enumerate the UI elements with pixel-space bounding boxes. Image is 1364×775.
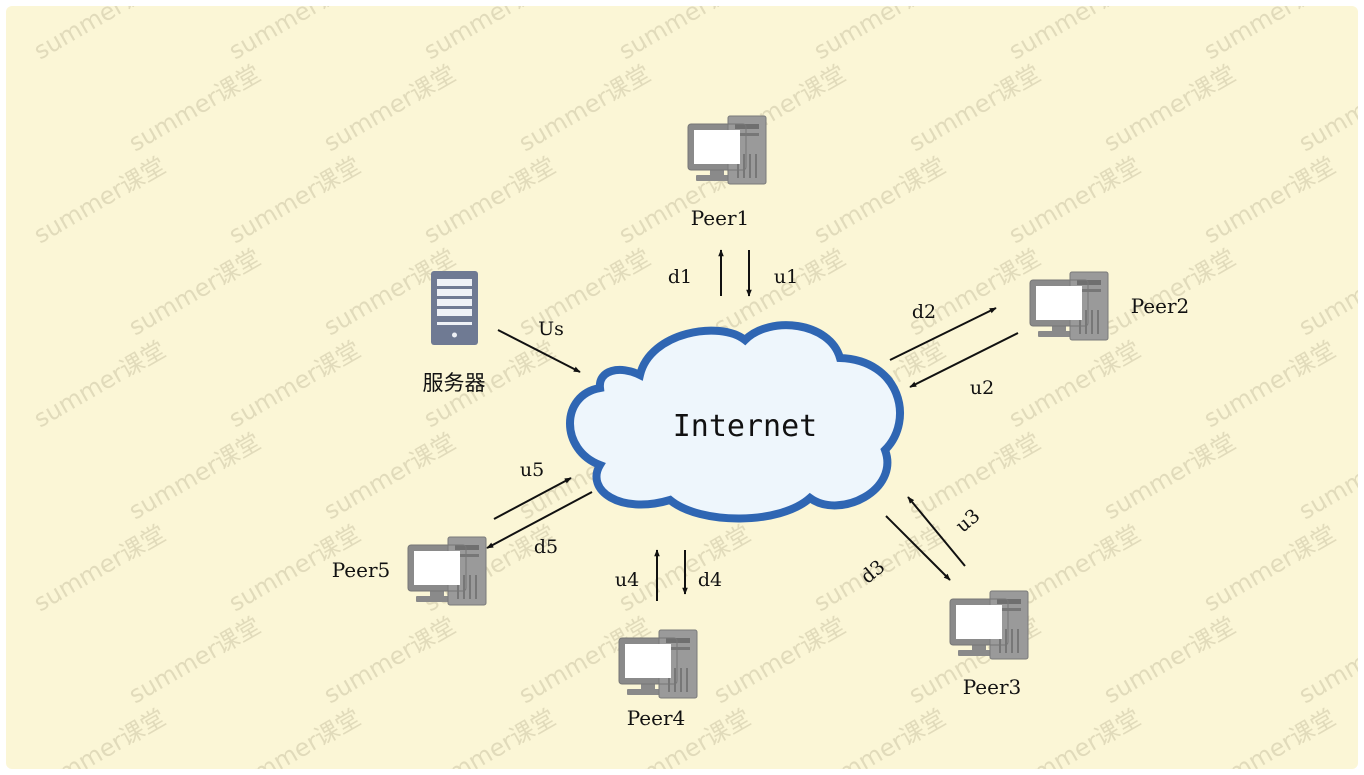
watermark-text: summer课堂 — [1199, 335, 1340, 433]
u3-label: u3 — [952, 505, 985, 537]
watermark-text: summer课堂 — [809, 151, 950, 249]
link-arrows — [486, 249, 1019, 601]
watermark-text: summer课堂 — [224, 335, 365, 433]
server-icon — [431, 271, 478, 345]
server-label: 服务器 — [423, 371, 486, 395]
peer2-computer-icon — [1029, 271, 1109, 341]
u4-label: u4 — [615, 569, 639, 591]
watermark-text: summer课堂 — [124, 611, 265, 709]
watermark-text: summer课堂 — [1294, 611, 1358, 709]
peer2-node: Peer2 — [1029, 271, 1190, 341]
watermark-text: summer课堂 — [319, 59, 460, 157]
d4-label: d4 — [698, 569, 722, 591]
peer3-label: Peer3 — [963, 675, 1022, 699]
watermark-text: summer课堂 — [29, 519, 170, 617]
d3-arrow — [885, 515, 951, 581]
watermark-text: summer课堂 — [514, 243, 655, 341]
peer4-label: Peer4 — [627, 706, 686, 730]
watermark-text: summer课堂 — [904, 243, 1045, 341]
server-node: 服务器 — [423, 271, 486, 395]
cloud-label: Internet — [673, 409, 818, 444]
watermark-text: summer课堂 — [1294, 59, 1358, 157]
watermark-text: summer课堂 — [319, 611, 460, 709]
d2-arrow — [889, 307, 997, 361]
peer4-node: Peer4 — [618, 629, 698, 730]
u5-arrow — [493, 477, 572, 520]
watermark-text: summer课堂 — [1099, 59, 1240, 157]
u5-label: u5 — [520, 459, 544, 481]
d5-arrow — [486, 491, 593, 549]
watermark-text: summer课堂 — [614, 6, 755, 65]
watermark-text: summer课堂 — [1004, 335, 1145, 433]
watermark-text: summer课堂 — [419, 703, 560, 769]
watermark-text: summer课堂 — [29, 151, 170, 249]
watermark-text: summer课堂 — [1199, 703, 1340, 769]
cloud-shape — [566, 321, 904, 523]
watermark-text: summer课堂 — [1099, 243, 1240, 341]
watermark-text: summer课堂 — [319, 427, 460, 525]
peer5-node: Peer5 — [332, 536, 487, 606]
internet-cloud: Internet — [566, 321, 904, 523]
watermark-text: summer课堂 — [419, 151, 560, 249]
watermark-text: summer课堂 — [419, 6, 560, 65]
watermark-text: summer课堂 — [514, 59, 655, 157]
watermark-text: summer课堂 — [1004, 703, 1145, 769]
watermark-text: summer课堂 — [124, 59, 265, 157]
d5-label: d5 — [534, 536, 558, 558]
d1-label: d1 — [668, 266, 692, 288]
watermark-text: summer课堂 — [1099, 611, 1240, 709]
u2-arrow — [909, 332, 1019, 388]
watermark-text: summer课堂 — [1199, 151, 1340, 249]
watermark-text: summer课堂 — [29, 703, 170, 769]
us-arrow — [497, 329, 581, 373]
watermark-text: summer课堂 — [224, 151, 365, 249]
watermark-text: summer课堂 — [224, 703, 365, 769]
watermark-text: summer课堂 — [809, 703, 950, 769]
watermark-text: summer课堂 — [1099, 427, 1240, 525]
peer2-label: Peer2 — [1131, 294, 1190, 318]
peer3-node: Peer3 — [949, 590, 1029, 699]
watermark-text: summer课堂 — [1294, 243, 1358, 341]
d2-label: d2 — [912, 301, 936, 323]
peer4-computer-icon — [618, 629, 698, 699]
watermark-text: summer课堂 — [224, 6, 365, 65]
us-label: Us — [538, 318, 564, 340]
peer1-node: Peer1 — [687, 115, 767, 230]
watermark-text: summer课堂 — [124, 427, 265, 525]
watermark-text: summer课堂 — [124, 243, 265, 341]
watermark-text: summer课堂 — [904, 59, 1045, 157]
watermark-text: summer课堂 — [1294, 427, 1358, 525]
peer5-label: Peer5 — [332, 558, 391, 582]
u3-arrow — [907, 496, 966, 567]
watermark-text: summer课堂 — [1004, 151, 1145, 249]
watermark-text: summer课堂 — [1199, 6, 1340, 65]
peer1-label: Peer1 — [691, 206, 750, 230]
watermark-text: summer课堂 — [1004, 6, 1145, 65]
watermark-text: summer课堂 — [709, 611, 850, 709]
watermark-text: summer课堂 — [809, 6, 950, 65]
watermark-text: summer课堂 — [29, 335, 170, 433]
u1-label: u1 — [774, 266, 798, 288]
watermark-text: summer课堂 — [1199, 519, 1340, 617]
u2-label: u2 — [970, 377, 994, 399]
watermark-text: summer课堂 — [29, 6, 170, 65]
